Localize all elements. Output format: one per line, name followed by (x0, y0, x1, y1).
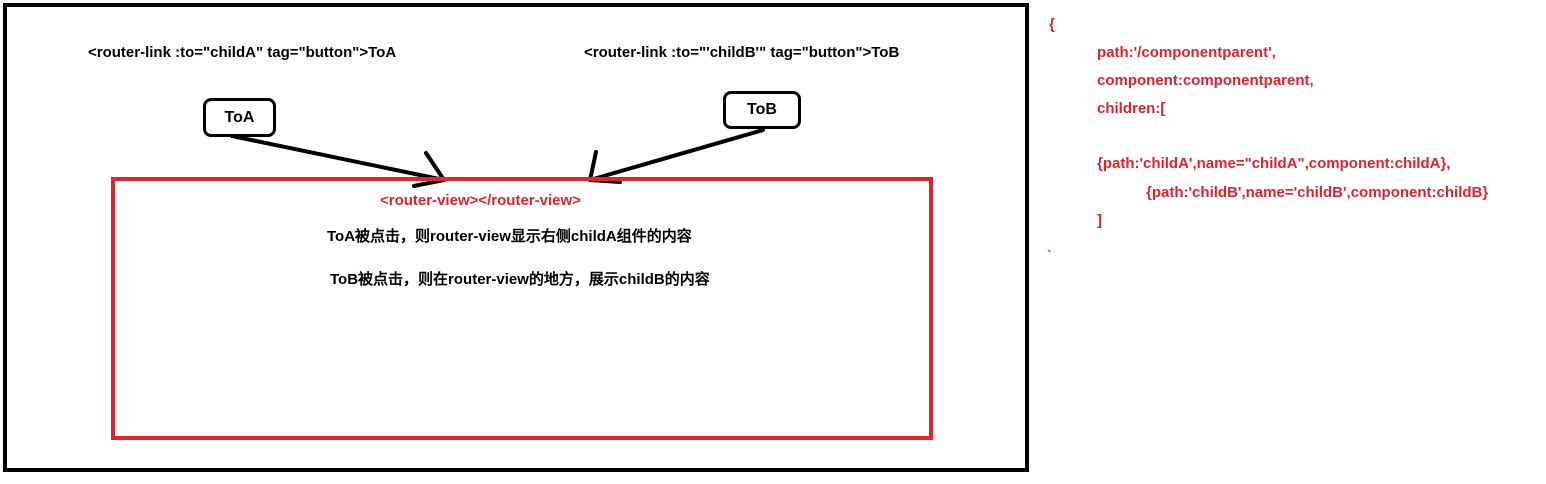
component-parent-frame (3, 3, 1029, 472)
router-view-tag: <router-view></router-view> (380, 192, 581, 209)
code-path: path:'/componentparent', (1097, 44, 1276, 61)
to-a-button[interactable]: ToA (203, 98, 276, 137)
router-view-area (111, 177, 933, 440)
code-children: children:[ (1097, 100, 1166, 117)
description-line-1: ToA被点击，则router-view显示右侧childA组件的内容 (327, 228, 692, 245)
arrow-b-shaft (588, 128, 765, 182)
arrow-a-shaft (230, 134, 446, 182)
to-b-button[interactable]: ToB (723, 91, 801, 129)
description-line-2: ToB被点击，则在router-view的地方，展示childB的内容 (330, 271, 710, 288)
router-link-a-code: <router-link :to="childA" tag="button">T… (88, 44, 397, 61)
code-open-brace: { (1049, 16, 1055, 33)
code-child-a: {path:'childA',name="childA",component:c… (1097, 155, 1451, 172)
code-close-bracket: ] (1097, 212, 1102, 229)
code-close-mark: ˎ (1047, 236, 1052, 253)
code-component: component:componentparent, (1097, 72, 1314, 89)
router-link-b-code: <router-link :to="'childB'" tag="button"… (584, 44, 900, 61)
code-child-b: {path:'childB',name='childB',component:c… (1146, 184, 1489, 201)
